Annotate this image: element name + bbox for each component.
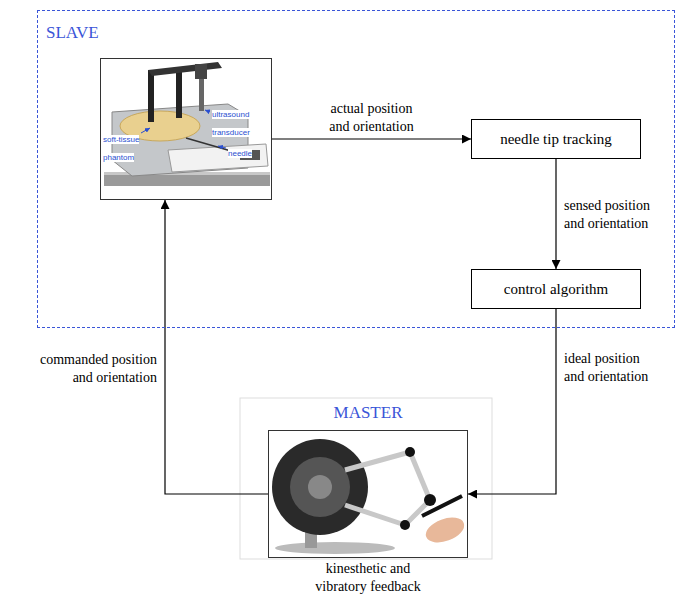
device-ring [290, 457, 350, 517]
text-holder: MASTER [308, 403, 428, 423]
text-holder: needle [228, 142, 268, 160]
master-frame [240, 398, 492, 559]
label-holder: commanded position and orientation [29, 350, 157, 386]
ultrasound-probe [199, 79, 204, 111]
gantry-beam [148, 62, 222, 76]
leader-line [141, 128, 150, 133]
process-box: control algorithm [471, 269, 641, 309]
device-arm [345, 452, 410, 470]
device-joint [424, 494, 436, 506]
device-joint [405, 447, 415, 457]
edge-label: commanded position and orientation [40, 352, 157, 385]
device-arm [345, 505, 405, 525]
gantry-post [176, 68, 182, 118]
caption-text: kinesthetic and vibratory feedback [315, 561, 420, 594]
text-holder: ultrasound transducer [212, 103, 256, 139]
edge-label: actual position and orientation [329, 101, 413, 134]
part-label: ultrasound transducer [212, 110, 250, 137]
device-joint [400, 520, 410, 530]
slave-region: SLAVE ultrasound transducer soft-tissue ph… [37, 10, 675, 328]
device-hub [308, 475, 332, 499]
leader-line [218, 146, 226, 148]
text-holder: kinesthetic and vibratory feedback [312, 559, 424, 595]
box-label: control algorithm [504, 281, 609, 298]
gantry-post [148, 70, 154, 122]
flow-arrow [468, 309, 556, 494]
device-disk [272, 439, 368, 535]
label-holder: actual position and orientation [324, 99, 419, 135]
flow-arrow [555, 159, 556, 269]
leader-line [205, 110, 210, 112]
flow-arrow [272, 138, 471, 139]
device-base [275, 542, 395, 554]
label-holder: sensed position and orientation [564, 196, 659, 232]
text-holder: soft-tissue phantom [103, 128, 145, 164]
region-title: MASTER [334, 403, 403, 422]
photo-ground [101, 59, 271, 200]
edge-label: ideal position and orientation [564, 351, 648, 384]
edge-label: sensed position and orientation [564, 198, 650, 231]
label-holder: ideal position and orientation [564, 349, 656, 385]
box-label: needle tip tracking [500, 131, 612, 148]
photo-ground [269, 431, 467, 557]
part-label: needle [228, 149, 252, 158]
needle-stage [168, 144, 268, 172]
hand [422, 513, 467, 547]
flow-arrow [165, 200, 268, 494]
slave-photo: ultrasound transducer soft-tissue phantom… [100, 58, 272, 200]
master-photo: MASTERkinesthetic and vibratory feedback [268, 430, 468, 558]
region-title: SLAVE [46, 23, 99, 42]
part-label: soft-tissue phantom [103, 135, 139, 162]
process-box: needle tip tracking [471, 119, 641, 159]
carriage [195, 64, 207, 79]
stylus [422, 496, 462, 516]
text-holder: SLAVE [46, 23, 99, 43]
device-arm [410, 452, 430, 500]
